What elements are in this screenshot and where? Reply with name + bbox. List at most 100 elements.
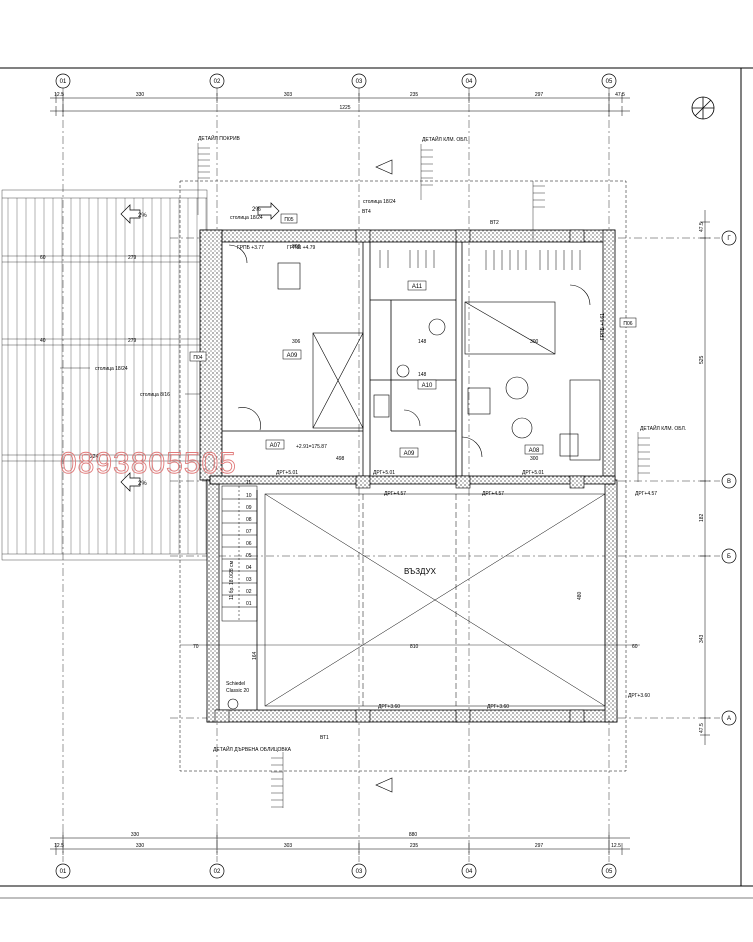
- dim-value: 297: [535, 92, 544, 98]
- dim-value: 12.5: [611, 843, 621, 849]
- dim-value: 47.5: [699, 723, 705, 733]
- column-note: столица 8/16: [140, 392, 170, 398]
- level-label: ДРГ+4.57: [635, 491, 657, 497]
- roof-outline: [179, 180, 627, 772]
- exterior-walls: [199, 229, 618, 723]
- room-a09-center: A09: [404, 451, 415, 457]
- stair-step: 05: [246, 553, 252, 559]
- level-label: ДРГ+3.60: [628, 693, 650, 699]
- dim-value: 480: [577, 591, 583, 600]
- axis-bubble: 03: [351, 863, 367, 879]
- axis-label: 05: [606, 79, 613, 85]
- column-note: столица 18/24: [95, 366, 128, 372]
- level-label: ГРПБ +4.61: [600, 313, 606, 340]
- axis-bubble: 03: [351, 73, 367, 89]
- void-label: ВЪЗДУХ: [404, 567, 437, 576]
- axis-label: 05: [606, 869, 613, 875]
- dimension-values-right: 47.5 525 182 343 47.5: [699, 222, 705, 733]
- bathtub: [373, 394, 390, 418]
- axis-bubble: 05: [601, 863, 617, 879]
- axis-label: Г: [727, 236, 731, 242]
- dim-value: 330: [136, 92, 145, 98]
- dim-value: 235: [410, 92, 419, 98]
- dim-value: 300: [530, 456, 539, 462]
- dimension-values-bottom: 330 880 12.5 330 303 235 297 12.5: [54, 832, 621, 849]
- section-marker-icon: [375, 159, 393, 793]
- dim-value: 330: [136, 843, 145, 849]
- axis-bubble: А: [721, 710, 737, 726]
- dimension-values-top: 12.5 330 303 235 297 47.5 1225: [54, 92, 625, 111]
- detail-title: ДЕТАЙЛ ПОКРИВ: [198, 134, 241, 142]
- axis-bubbles-top: 01 02 03 04 05: [55, 73, 617, 89]
- axis-bubbles-bottom: 01 02 03 04 05: [55, 863, 617, 879]
- axis-bubble: 02: [209, 73, 225, 89]
- stair-step: 11: [246, 480, 251, 486]
- room-dims: 306 308 300 300 148 148 498 810 480 164 …: [180, 244, 640, 660]
- dim-value: 60: [632, 644, 638, 650]
- stair-step: 06: [246, 541, 252, 547]
- terrace-deck: [1, 189, 208, 561]
- dim-value: 306: [292, 339, 301, 345]
- fireplace-label-2: Classic 20: [226, 688, 249, 694]
- column-note: столица 18/24: [363, 199, 396, 205]
- room-a11: A11: [412, 284, 423, 290]
- axis-label: 02: [214, 79, 221, 85]
- axis-label: 03: [356, 79, 363, 85]
- axis-label: 04: [466, 869, 473, 875]
- door-swing: [461, 436, 483, 458]
- dim-value: 12.5: [54, 92, 64, 98]
- slope-label: 2%: [138, 213, 147, 219]
- chair: [277, 262, 301, 290]
- axis-bubble: 01: [55, 73, 71, 89]
- dim-value: 498: [336, 456, 345, 462]
- marker-bt2: ВТ2: [490, 220, 499, 226]
- dim-value: 148: [418, 372, 427, 378]
- axis-bubble: 05: [601, 73, 617, 89]
- north-arrow-icon: [691, 96, 715, 120]
- dim-value: 880: [409, 832, 418, 838]
- axis-label: 02: [214, 869, 221, 875]
- structural-columns: [214, 229, 585, 723]
- level-label: ГРПШ +4.79: [287, 245, 315, 251]
- chair: [559, 433, 579, 457]
- axis-bubble: В: [721, 473, 737, 489]
- detail-notes: ДЕТАЙЛ ПОКРИВ ДЕТАЙЛ КЛМ. ОБЛ. ДЕТАЙЛ КЛ…: [198, 134, 686, 753]
- dim-value: 303: [284, 92, 293, 98]
- fireplace: [227, 698, 239, 710]
- axis-label: 03: [356, 869, 363, 875]
- dim-value: 308: [292, 244, 301, 250]
- stair-step: 02: [246, 589, 252, 595]
- dimension-chain-top: [50, 93, 630, 116]
- marker-p04: П04: [193, 355, 202, 361]
- stair-step: 04: [246, 565, 252, 571]
- dim-value: 164: [252, 651, 258, 660]
- axis-bubble: Г: [721, 230, 737, 246]
- chair: [467, 387, 491, 415]
- table: [511, 417, 533, 439]
- door-swing: [228, 244, 248, 264]
- watermark-text: 0893805505: [60, 447, 237, 480]
- level-label: ДРГ+4.57: [384, 491, 406, 497]
- room-tag-labels: A09 A07 A09 A11 A10 A08: [270, 284, 540, 457]
- detail-title: ДЕТАЙЛ КЛМ. ОБЛ.: [640, 424, 686, 432]
- dim-value: 279: [128, 255, 137, 261]
- level-label: ДРГ+4.57: [482, 491, 504, 497]
- level-label: ДРГ+5.01: [522, 470, 544, 476]
- axis-label: 04: [466, 79, 473, 85]
- axis-bubble: 01: [55, 863, 71, 879]
- detail-title: ДЕТАЙЛ КЛМ. ОБЛ.: [422, 135, 468, 143]
- room-tags: [265, 280, 544, 458]
- level-label: ДРГ+5.01: [276, 470, 298, 476]
- axis-label: В: [727, 479, 731, 485]
- door-swing: [403, 409, 421, 427]
- sheet-frame: [0, 67, 753, 899]
- dim-value: 343: [699, 634, 705, 643]
- wardrobe: [569, 379, 601, 461]
- stair-step: 03: [246, 577, 252, 583]
- axis-label: А: [727, 716, 731, 722]
- axis-label: 01: [60, 79, 67, 85]
- stair-step: 01: [246, 601, 252, 607]
- dim-value: 60: [40, 255, 46, 261]
- door-swing: [237, 407, 261, 431]
